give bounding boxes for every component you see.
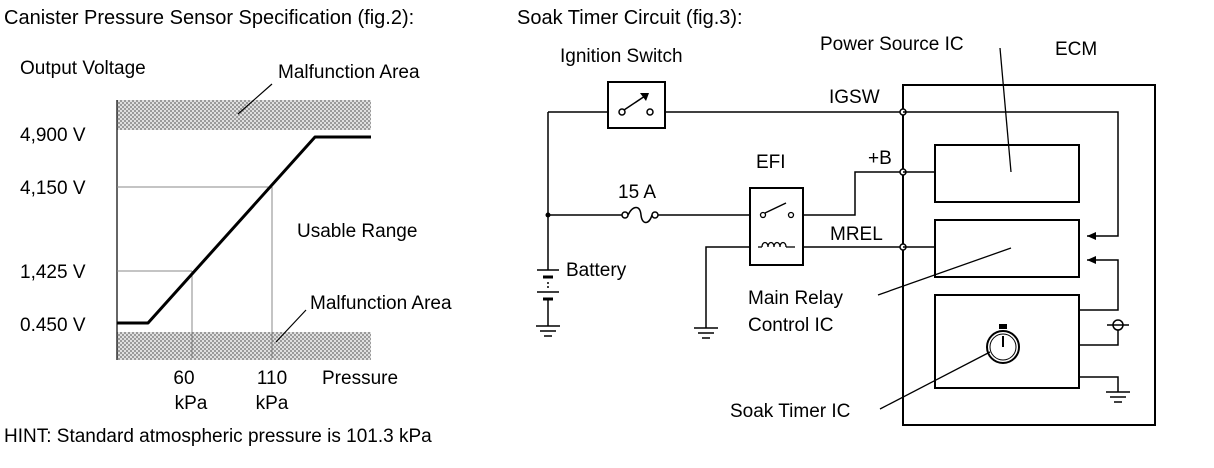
soak-timer-feedback-wire [1079, 259, 1119, 311]
main-relay-label-line2: Control IC [748, 315, 834, 336]
main-relay-control-ic-box [934, 219, 1080, 278]
malfunction-label-lower: Malfunction Area [310, 293, 452, 314]
p-tick-110-unit: kPa [256, 393, 289, 414]
hint-text: HINT: Standard atmospheric pressure is 1… [4, 426, 432, 447]
leader-power-source-ic [999, 47, 1012, 173]
efi-relay [749, 187, 804, 266]
v-tick-4150: 4,150 V [20, 178, 86, 199]
mrel-label: MREL [830, 224, 883, 245]
fuse-label: 15 A [618, 182, 656, 203]
y-axis-label: Output Voltage [20, 58, 146, 79]
fuse-15a [621, 206, 659, 224]
ecm-box [902, 84, 1156, 426]
ignition-switch-label: Ignition Switch [560, 46, 683, 67]
soak-timer-ic-box [934, 294, 1080, 389]
ignition-switch [607, 81, 666, 129]
malfunction-label-upper: Malfunction Area [278, 62, 420, 83]
malfunction-band-lower [117, 332, 371, 360]
v-tick-0450: 0.450 V [20, 315, 86, 336]
feedback-arrow [1087, 256, 1096, 264]
plus-b-wire [803, 171, 903, 216]
malfunction-band-upper [117, 100, 371, 130]
ground-symbol-soak-timer [1106, 391, 1130, 403]
soak-timer-input-wire [1079, 330, 1119, 346]
coil-ground-wire [705, 246, 750, 328]
p-tick-60-unit: kPa [175, 393, 208, 414]
igsw-internal-wire [903, 111, 1119, 237]
fig2-heading: Canister Pressure Sensor Specification (… [4, 7, 414, 29]
p-tick-110: 110 [257, 368, 287, 389]
p-tick-60: 60 [173, 368, 194, 389]
x-axis-label: Pressure [322, 368, 398, 389]
v-tick-4900: 4,900 V [20, 125, 86, 146]
battery-symbol [537, 257, 559, 326]
efi-label: EFI [756, 152, 786, 173]
ground-symbol-coil [694, 327, 718, 339]
power-source-ic-label: Power Source IC [820, 34, 964, 55]
leader-malfunction-lower [275, 309, 307, 343]
igsw-arrow [1087, 232, 1096, 240]
soak-timer-ic-label: Soak Timer IC [730, 401, 850, 422]
v-tick-1425: 1,425 V [20, 262, 86, 283]
soak-timer-ground-wire [1079, 376, 1119, 392]
leader-malfunction-upper [237, 83, 273, 115]
ecm-label: ECM [1055, 39, 1097, 60]
usable-range-label: Usable Range [297, 221, 417, 242]
fig3-heading: Soak Timer Circuit (fig.3): [517, 7, 743, 29]
leader-main-relay-ic [877, 247, 1012, 296]
ground-symbol-battery [536, 325, 560, 337]
sensor-characteristic-line [117, 135, 371, 325]
stopwatch-icon [986, 324, 1020, 364]
igsw-label: IGSW [829, 87, 880, 108]
battery-label: Battery [566, 260, 627, 281]
leader-soak-timer-ic [879, 351, 991, 410]
plus-b-label: +B [868, 148, 892, 169]
power-source-ic-box [934, 144, 1080, 203]
main-relay-label-line1: Main Relay [748, 288, 844, 309]
